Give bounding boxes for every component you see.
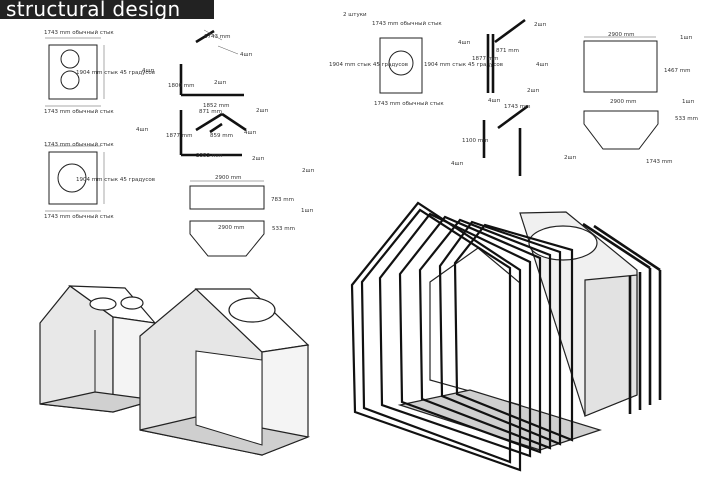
dim-label: 1743 mm bbox=[204, 34, 230, 40]
note-label: 4шп bbox=[451, 161, 464, 167]
dim-label: 533 mm bbox=[272, 226, 295, 232]
note-label: 2шп bbox=[302, 168, 315, 174]
model-house-small bbox=[39, 285, 157, 413]
model-house-large bbox=[139, 288, 311, 456]
note-label: 4шп bbox=[488, 98, 501, 104]
dim-label: 1852 mm bbox=[203, 103, 229, 109]
hole-round bbox=[57, 163, 87, 193]
dim-side: 1904 mm стык 45 градусов bbox=[76, 177, 155, 183]
panels-left: 2900 mm 2шп 783 mm 1шп 2900 mm 533 mm bbox=[189, 168, 315, 257]
note-label: 2шп bbox=[564, 155, 577, 161]
hole-top bbox=[60, 49, 80, 69]
dim-label: 2900 mm bbox=[215, 175, 241, 181]
dim-label: 871 mm bbox=[496, 48, 519, 54]
note-label: 1шп bbox=[680, 35, 693, 41]
section-details-right: 2шп 4шп 871 mm 1877 mm 4шп 2шп 1743 mm 4… bbox=[451, 18, 577, 176]
dim-label: 2900 mm bbox=[608, 32, 634, 38]
dim-label: 1100 mm bbox=[462, 138, 488, 144]
note-label: 4шп bbox=[244, 130, 257, 136]
dim-side: 1904 mm стык 45 градусов bbox=[424, 62, 503, 68]
note-label: 4шп bbox=[536, 62, 549, 68]
elevation-two-holes: 1743 mm обычный стык 1904 mm стык 45 гра… bbox=[44, 29, 155, 115]
dim-label: 2900 mm bbox=[218, 225, 244, 231]
dim-label: 1467 mm bbox=[664, 68, 690, 74]
note-label: 4шп bbox=[240, 52, 253, 58]
dim-bottom: 1743 mm обычный стык bbox=[44, 108, 114, 115]
dim-label: 2900 mm bbox=[610, 99, 636, 105]
elevation-one-hole: 1743 mm обычный стык 1904 mm стык 45 гра… bbox=[44, 141, 155, 220]
note-label: 4шп bbox=[142, 68, 155, 74]
dim-label: 871 mm bbox=[199, 109, 222, 115]
dim-label: 1877 mm bbox=[472, 56, 498, 62]
note-label: 2шп bbox=[252, 156, 265, 162]
dim-label: 1800 mm bbox=[168, 83, 194, 89]
model-exploded-frames bbox=[350, 201, 662, 472]
note-label: 4шп bbox=[136, 127, 149, 133]
dim-label: 1743 mm bbox=[646, 159, 672, 165]
dim-top: 1743 mm обычный стык bbox=[372, 20, 442, 27]
note-label: 4шп bbox=[458, 40, 471, 46]
quantity-label: 2 штуки bbox=[343, 12, 367, 18]
page-title: structural design bbox=[0, 0, 214, 19]
dim-label: 1877 mm bbox=[166, 133, 192, 139]
dim-label: 1743 mm bbox=[504, 104, 530, 110]
dim-label: 2352 mm bbox=[196, 153, 222, 159]
panels-right: 2900 mm 1шп 1467 mm 2900 mm 1шп 533 mm 1… bbox=[583, 32, 698, 165]
elevation-centre: 2 штуки 1743 mm обычный стык 1904 mm сты… bbox=[329, 12, 503, 107]
note-label: 2шп bbox=[214, 80, 227, 86]
note-label: 2шп bbox=[256, 108, 269, 114]
note-label: 1шп bbox=[301, 208, 314, 214]
dim-label: 783 mm bbox=[271, 197, 294, 203]
dim-label: 859 mm bbox=[210, 133, 233, 139]
section-details-left: 1743 mm 4шп 4шп 1800 mm 1852 mm 2шп 871 … bbox=[136, 29, 269, 162]
hole-bottom bbox=[60, 70, 80, 90]
note-label: 2шп bbox=[527, 88, 540, 94]
dim-bottom: 1743 mm обычный стык bbox=[44, 213, 114, 220]
note-label: 1шп bbox=[682, 99, 695, 105]
note-label: 2шп bbox=[534, 22, 547, 28]
dim-label: 533 mm bbox=[675, 116, 698, 122]
dim-side: 1904 mm стык 45 градусов bbox=[76, 70, 155, 76]
dim-side: 1904 mm стык 45 градусов bbox=[329, 62, 408, 68]
dim-bottom: 1743 mm обычный стык bbox=[374, 100, 444, 107]
dim-top: 1743 mm обычный стык bbox=[44, 29, 114, 36]
dim-top: 1743 mm обычный стык bbox=[44, 141, 114, 148]
